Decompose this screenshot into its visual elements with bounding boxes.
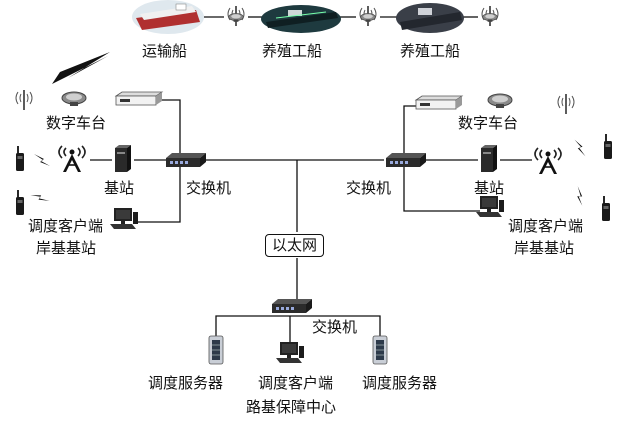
label-farm-ship-2: 养殖工船 [400, 42, 461, 60]
switch-icon [272, 299, 312, 313]
label-left-switch: 交换机 [186, 179, 232, 197]
ship-icon [132, 0, 204, 34]
wireless-link-icon [52, 52, 110, 84]
base-station-tower-icon [58, 145, 86, 173]
server-icon [208, 335, 224, 365]
mobile-radio-icon [482, 13, 498, 23]
label-left-dispatch-client: 调度客户端 [28, 217, 104, 235]
server-tower-icon [481, 145, 497, 172]
workstation-icon [110, 208, 138, 229]
bolt-icon [30, 189, 50, 207]
label-right-digital-station: 数字车台 [458, 114, 519, 132]
label-transport-ship: 运输船 [142, 42, 188, 60]
mobile-radio-icon [228, 13, 244, 23]
radio-unit-icon [115, 91, 163, 106]
ship-icon [396, 3, 464, 33]
handheld-radio-icon [15, 189, 25, 216]
bolt-icon [570, 139, 590, 157]
radio-unit-icon [415, 95, 463, 110]
mobile-radio-icon [61, 91, 87, 107]
base-station-tower-icon [534, 147, 562, 175]
label-left-digital-station: 数字车台 [46, 114, 107, 132]
ship-farm-2 [396, 3, 464, 33]
label-server-left: 调度服务器 [148, 374, 224, 392]
bolt-icon [34, 154, 50, 166]
server-icon [372, 335, 388, 365]
label-center-switch: 交换机 [312, 318, 358, 336]
label-center-client: 调度客户端 [258, 374, 334, 392]
label-road-center: 路基保障中心 [246, 398, 337, 416]
handheld-radio-icon [601, 195, 611, 222]
workstation-icon [476, 196, 504, 217]
label-left-shore-station: 岸基基站 [36, 239, 97, 257]
ship-transport [132, 0, 204, 34]
ethernet-box: 以太网 [265, 234, 325, 257]
switch-icon [166, 153, 206, 167]
label-right-switch: 交换机 [346, 179, 392, 197]
antenna-icon [15, 89, 33, 111]
bolt-icon [570, 186, 590, 206]
handheld-radio-icon [15, 145, 25, 172]
switch-icon [386, 153, 426, 167]
ship-farm-1 [261, 5, 341, 33]
workstation-icon [276, 342, 304, 363]
label-right-dispatch-client: 调度客户端 [508, 217, 584, 235]
label-server-right: 调度服务器 [362, 374, 438, 392]
label-right-shore-station: 岸基基站 [514, 239, 575, 257]
label-farm-ship-1: 养殖工船 [262, 42, 323, 60]
label-right-base-station: 基站 [474, 179, 505, 197]
label-left-base-station: 基站 [104, 179, 135, 197]
mobile-radio-icon [487, 93, 513, 109]
mobile-radio-icon [360, 13, 376, 23]
server-tower-icon [115, 145, 131, 172]
antenna-icon [557, 93, 575, 115]
connection-lines [90, 16, 532, 342]
ship-icon [261, 5, 341, 33]
handheld-radio-icon [603, 133, 613, 160]
